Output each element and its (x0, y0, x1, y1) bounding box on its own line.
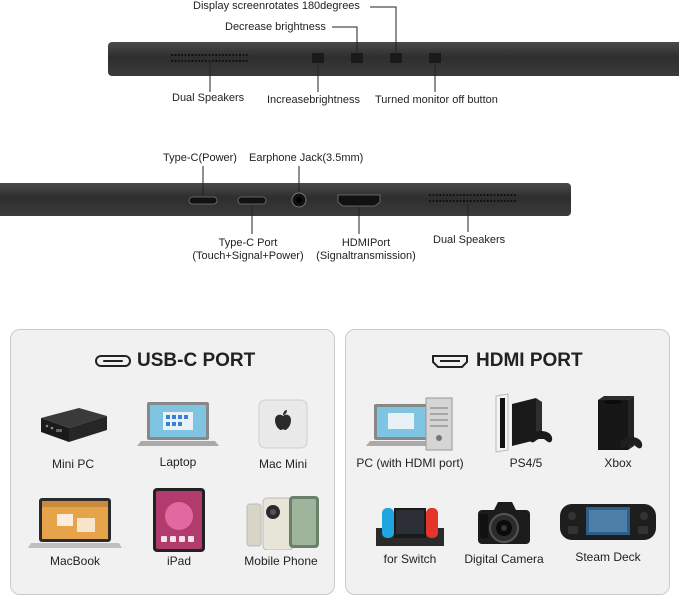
decrease-leader (332, 26, 358, 52)
device-label: PS4/5 (509, 456, 543, 470)
label-increase-brightness: Increasebrightness (267, 94, 360, 106)
macbook-icon (28, 498, 122, 548)
ipad-icon (153, 488, 205, 552)
increase-brightness-button (312, 53, 324, 63)
top-speaker-grill (170, 53, 248, 63)
label-decrease-brightness: Decrease brightness (225, 21, 326, 33)
rotate-leader (370, 6, 397, 52)
label-top-speakers: Dual Speakers (172, 92, 245, 104)
device-mini-pc: Mini PC (33, 400, 113, 476)
usbc-port-icon (95, 355, 131, 367)
hdmi-port-icon (432, 355, 468, 368)
decrease-brightness-button (351, 53, 363, 63)
label-typec-port: Type-C Port (218, 237, 278, 249)
side-speaker-grill (428, 193, 517, 203)
device-mac-mini: Mac Mini (243, 398, 323, 476)
device-digital-camera: Digital Camera (464, 496, 544, 576)
steam-deck-icon (560, 504, 656, 540)
device-ipad: iPad (139, 486, 219, 574)
usbc-port-panel: USB-C PORT Mini PC Laptop Mac Mini (10, 329, 335, 595)
mini-pc-icon (41, 408, 107, 442)
label-earphone-jack: Earphone Jack(3.5mm) (249, 152, 364, 164)
device-xbox: Xbox (578, 394, 658, 476)
device-pc-hdmi: PC (with HDMI port) (356, 396, 464, 476)
device-label: Digital Camera (464, 552, 544, 566)
device-label: Laptop (159, 455, 197, 469)
device-steam-deck: Steam Deck (556, 500, 660, 576)
camera-icon (478, 502, 530, 544)
device-laptop: Laptop (133, 398, 223, 474)
usbc-panel-title: USB-C PORT (137, 350, 256, 371)
pc-icon (366, 397, 453, 451)
device-ps4-5: PS4/5 (486, 390, 566, 476)
rotate-screen-button (390, 53, 402, 63)
power-off-button (429, 53, 441, 63)
device-label: Xbox (604, 456, 632, 470)
device-label: iPad (166, 554, 192, 568)
label-side-speakers: Dual Speakers (433, 234, 506, 246)
device-switch: for Switch (362, 500, 458, 576)
hdmi-port-panel: HDMI PORT PC (with HDMI port) PS4/5 (345, 329, 670, 595)
playstation-icon (495, 393, 553, 453)
device-label: PC (with HDMI port) (356, 456, 464, 470)
device-label: Mobile Phone (244, 554, 318, 568)
xbox-icon (598, 396, 643, 450)
device-mobile-phone: Mobile Phone (239, 494, 323, 574)
label-rotate-screen: Display screenrotates 180degrees (193, 0, 360, 12)
device-label: Mac Mini (258, 457, 308, 471)
device-macbook: MacBook (27, 496, 123, 574)
mobile-phone-icon (246, 496, 319, 551)
label-hdmi-port: HDMIPort (341, 237, 391, 249)
device-label: for Switch (383, 552, 437, 566)
device-label: Mini PC (51, 457, 95, 471)
hdmi-panel-title: HDMI PORT (476, 350, 583, 371)
laptop-icon (137, 402, 219, 446)
label-hdmi-port-detail: (Signaltransmission) (316, 250, 416, 262)
typec-signal-port (237, 196, 267, 205)
device-label: Steam Deck (575, 550, 641, 564)
label-typec-power: Type-C(Power) (163, 152, 237, 164)
mac-mini-icon (258, 399, 308, 449)
label-typec-port-detail: (Touch+Signal+Power) (192, 250, 304, 262)
typec-power-port (188, 196, 218, 205)
hdmi-port (337, 194, 381, 207)
switch-icon (376, 508, 444, 546)
device-label: MacBook (49, 554, 101, 568)
label-power-off: Turned monitor off button (375, 94, 498, 106)
